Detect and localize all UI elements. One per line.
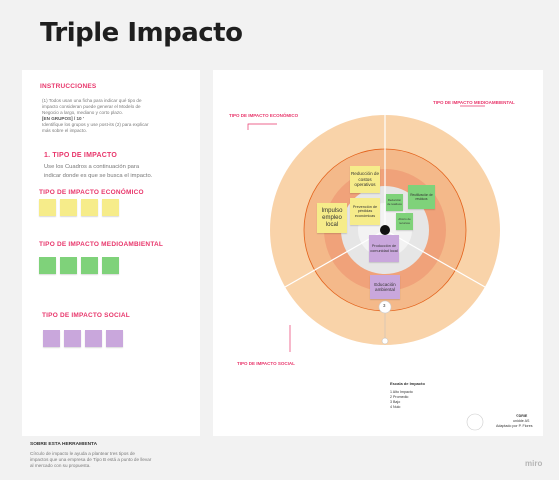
- wheel-label-social: TIPO DE IMPACTO SOCIAL: [237, 361, 295, 366]
- note-produccion[interactable]: Producción de comunidad local: [369, 235, 399, 262]
- purple-token[interactable]: [43, 330, 60, 347]
- instructions-line-2: impacto consideran puede generar el Mode…: [42, 104, 141, 109]
- instructions-line-1: (1) Todos usan una ficha para indicar qu…: [42, 98, 142, 103]
- scale-heading: Escala de Impacto: [390, 381, 425, 386]
- about-line-2: impactos que una empresa de Tipo B está …: [30, 457, 152, 462]
- impact-wheel-panel: TIPO DE IMPACTO ECONÓMICO TIPO DE IMPACT…: [213, 70, 543, 436]
- note-prevencion[interactable]: Prevención de pérdidas económicas: [350, 198, 380, 225]
- wheel-marker: [378, 300, 392, 314]
- wheel-center-dot: [380, 225, 390, 235]
- note-green-3[interactable]: Ahorro de recursos: [396, 213, 413, 230]
- page-title: Triple Impacto: [40, 18, 243, 48]
- instructions-heading: INSTRUCCIONES: [40, 83, 97, 90]
- instructions-line-4: [EN GRUPOS] / 10 ': [42, 116, 84, 121]
- step1-heading: 1. TIPO DE IMPACTO: [44, 152, 117, 159]
- green-token[interactable]: [60, 257, 77, 274]
- miro-logo: miro: [525, 459, 543, 468]
- yellow-token[interactable]: [39, 199, 56, 216]
- note-impulso[interactable]: Impulso empleo local: [317, 203, 347, 233]
- scale-item-4: 4 Nulo: [390, 405, 401, 409]
- step1-line-2: indicar donde es que se busca el impacto…: [44, 173, 153, 179]
- note-green-2[interactable]: Reutilización de residuos: [408, 185, 435, 209]
- note-green-1[interactable]: Reducción de residuos: [386, 194, 403, 211]
- yellow-token[interactable]: [81, 199, 98, 216]
- green-token[interactable]: [81, 257, 98, 274]
- purple-token[interactable]: [106, 330, 123, 347]
- wheel-label-medioambiental: TIPO DE IMPACTO MEDIOAMBIENTAL: [433, 100, 515, 105]
- note-educacion[interactable]: Educación ambiental: [370, 275, 400, 299]
- instructions-line-3: Negocio a largo, mediano y corto plazo.: [42, 110, 123, 115]
- credit-line-3: Adaptado por P. Flores: [496, 424, 533, 428]
- green-token[interactable]: [39, 257, 56, 274]
- purple-token[interactable]: [64, 330, 81, 347]
- instructions-line-5: Identifique los grupos y use post-its (2…: [42, 122, 149, 127]
- about-line-3: al mercado con su propuesta.: [30, 463, 91, 468]
- about-heading: SOBRE ESTA HERRAMIENTA: [30, 442, 98, 447]
- wheel-label-economico: TIPO DE IMPACTO ECONÓMICO: [229, 113, 299, 118]
- green-token[interactable]: [102, 257, 119, 274]
- scale-item-3: 3 Bajo: [390, 400, 401, 404]
- group-medioambiental-heading: TIPO DE IMPACTO MEDIOAMBIENTAL: [39, 241, 164, 248]
- group-economico-heading: TIPO DE IMPACTO ECONÓMICO: [39, 189, 144, 196]
- step1-line-1: Use los Cuadros a continuación para: [44, 164, 140, 170]
- wheel-marker-label: 3: [383, 303, 386, 308]
- yellow-token[interactable]: [60, 199, 77, 216]
- credit-logo: [466, 413, 484, 431]
- instructions-line-6: más sobre el impacto.: [42, 128, 87, 133]
- credit-line-1: ©DRIE: [516, 414, 528, 418]
- group-social-heading: TIPO DE IMPACTO SOCIAL: [42, 312, 130, 319]
- yellow-token[interactable]: [102, 199, 119, 216]
- scale-item-1: 1 Alto Impacto: [390, 390, 413, 394]
- purple-token[interactable]: [85, 330, 102, 347]
- instructions-panel: INSTRUCCIONES (1) Todos usan una ficha p…: [22, 70, 200, 436]
- scale-item-2: 2 Promedio: [390, 395, 409, 399]
- credit-line-2: unidde AS: [513, 419, 530, 423]
- about-line-1: Círculo de impacto le ayuda a plantear t…: [30, 451, 135, 456]
- note-reduccion[interactable]: Reducción de costos operativos: [350, 166, 380, 193]
